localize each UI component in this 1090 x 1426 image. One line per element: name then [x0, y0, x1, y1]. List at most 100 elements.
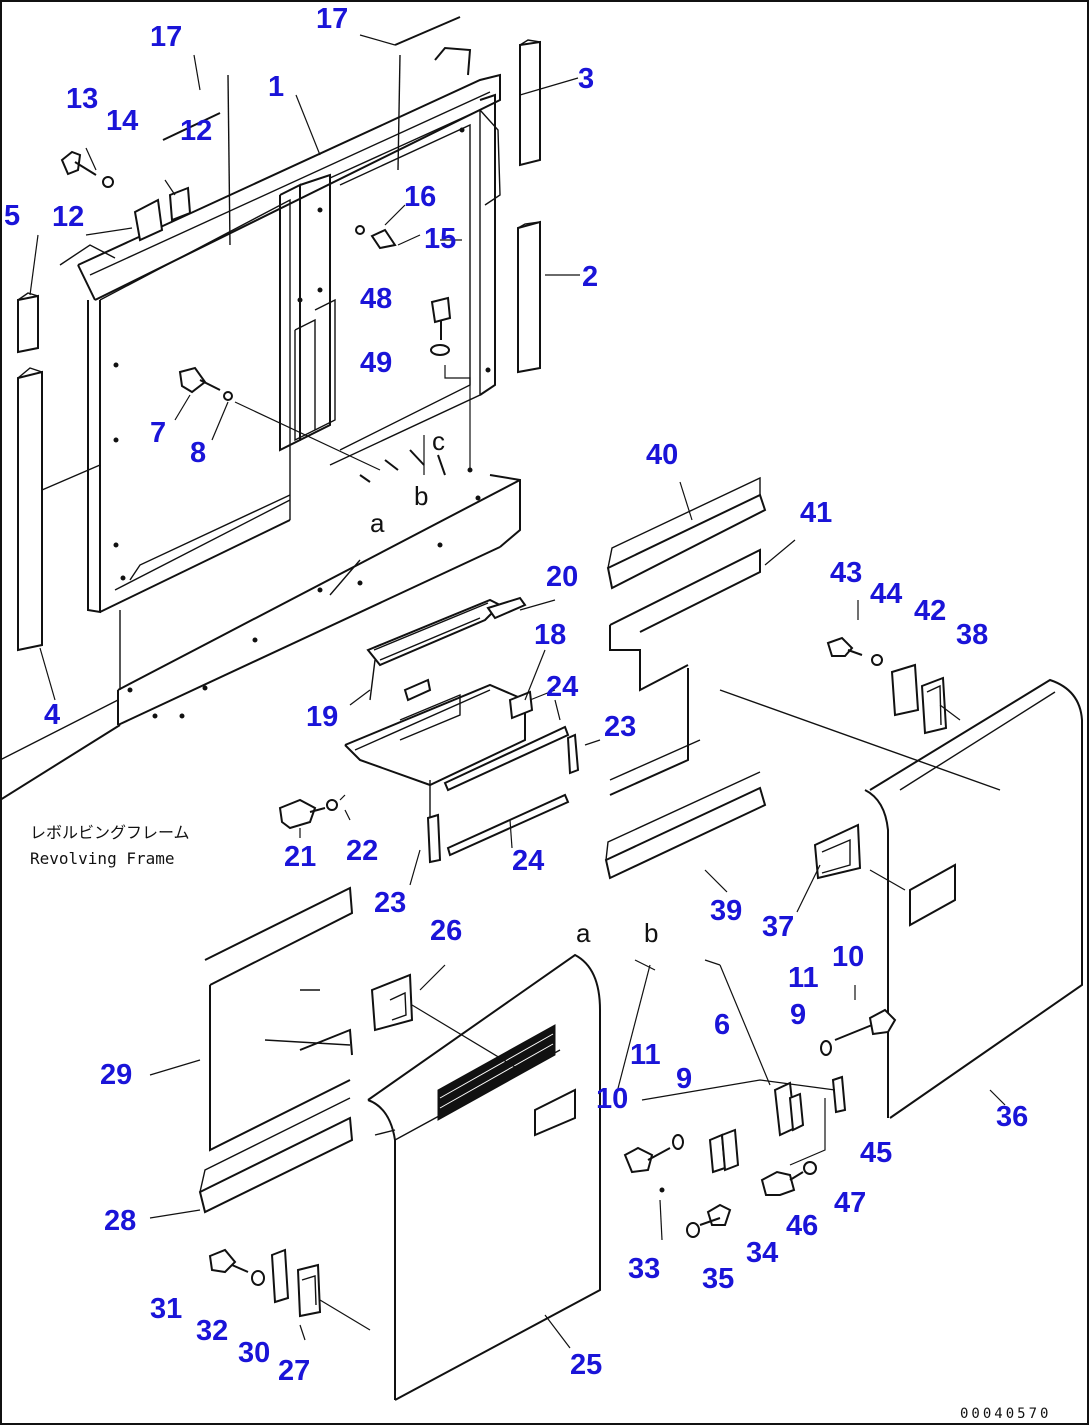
part-label-22: 22 [346, 835, 378, 867]
part-label-29: 29 [100, 1059, 132, 1091]
fastener-points-abc [359, 435, 446, 483]
rod-17 [162, 16, 461, 246]
bolt-7-washer-8 [178, 366, 381, 471]
seal-3 [519, 39, 541, 167]
part-label-44: 44 [870, 578, 902, 610]
part-label-15: 15 [424, 223, 456, 255]
part-label-11-right: 11 [788, 962, 819, 994]
part-label-12-upper: 12 [180, 115, 212, 147]
ref-letter-a: a [370, 508, 385, 538]
part-label-23-left: 23 [374, 887, 406, 919]
part-label-18: 18 [534, 619, 566, 651]
part-label-9-left: 9 [676, 1063, 692, 1095]
part-label-47: 47 [834, 1187, 866, 1219]
door-25 [367, 953, 601, 1401]
ref-letter-a-lower: a [576, 918, 591, 948]
part-label-30: 30 [238, 1337, 270, 1369]
door-36 [719, 678, 1083, 1119]
ref-letter-b: b [414, 481, 428, 511]
part-label-46: 46 [786, 1210, 818, 1242]
part-label-43: 43 [830, 557, 862, 589]
part-label-33: 33 [628, 1253, 660, 1285]
part-label-11-left: 11 [630, 1039, 661, 1071]
part-label-2: 2 [582, 261, 598, 293]
part-label-31: 31 [150, 1293, 182, 1325]
part-label-24-lower: 24 [512, 845, 544, 877]
part-label-13: 13 [66, 83, 98, 115]
part-label-17-left: 17 [150, 21, 182, 53]
part-label-20: 20 [546, 561, 578, 593]
part-label-10-right: 10 [832, 941, 864, 973]
part-label-4: 4 [44, 699, 60, 731]
bolt-13-washer-14 [60, 147, 114, 188]
part-label-16: 16 [404, 181, 436, 213]
part-label-38: 38 [956, 619, 988, 651]
part-label-3: 3 [578, 63, 594, 95]
leader-lines [29, 34, 1006, 1349]
revolving-frame-beam [0, 467, 521, 801]
clip-15-16 [355, 225, 397, 250]
bolts-10-11-right [820, 985, 897, 1056]
ref-letter-c: c [432, 426, 445, 456]
part-label-12-lower: 12 [52, 201, 84, 233]
part-label-8: 8 [190, 437, 206, 469]
part-label-39: 39 [710, 895, 742, 927]
bolts-33-35 [659, 1187, 732, 1241]
guard-frame [59, 46, 501, 614]
part-label-25: 25 [570, 1349, 602, 1381]
part-label-17-right: 17 [316, 3, 348, 35]
bolt-21-washer-22 [278, 794, 346, 830]
part-label-23-right: 23 [604, 711, 636, 743]
part-labels: 1 2 3 4 5 6 7 8 9 9 10 10 11 11 12 12 13… [4, 3, 1028, 1387]
part-label-49: 49 [360, 347, 392, 379]
part-label-6: 6 [714, 1009, 730, 1041]
ref-letter-b-lower: b [644, 918, 658, 948]
part-label-27: 27 [278, 1355, 310, 1387]
latch-42-38 [890, 663, 961, 735]
part-label-5: 5 [4, 200, 20, 232]
part-label-36: 36 [996, 1101, 1028, 1133]
bolt-43-washer-44 [826, 600, 883, 666]
part-label-14: 14 [106, 105, 138, 137]
drawing-number: 00040570 [960, 1406, 1051, 1422]
bracket-assembly [344, 596, 580, 864]
seal-41 [609, 548, 761, 796]
frame-label-en: Revolving Frame [30, 849, 175, 868]
part-label-41: 41 [800, 497, 832, 529]
bolts-10-11-left [623, 1134, 684, 1174]
bolt-46-washer-47 [760, 1161, 817, 1196]
part-label-24-upper: 24 [546, 671, 578, 703]
bolt-31-washer-32 [208, 1248, 265, 1286]
part-label-37: 37 [762, 911, 794, 943]
part-label-9-right: 9 [790, 999, 806, 1031]
part-label-48: 48 [360, 283, 392, 315]
hinge-group [614, 959, 847, 1174]
part-label-26: 26 [430, 915, 462, 947]
seal-28 [198, 1097, 354, 1214]
seal-29 [204, 886, 354, 1152]
part-label-35: 35 [702, 1263, 734, 1295]
part-label-7: 7 [150, 417, 166, 449]
part-label-19: 19 [306, 701, 338, 733]
seal-40 [606, 476, 767, 590]
part-label-10-left: 10 [596, 1083, 628, 1115]
seal-5 [17, 292, 39, 354]
plate-30-latch-27 [270, 1248, 371, 1341]
part-label-32: 32 [196, 1315, 228, 1347]
bracket-12 [133, 179, 192, 242]
part-label-1: 1 [268, 71, 284, 103]
seal-39 [604, 771, 767, 880]
part-label-45: 45 [860, 1137, 892, 1169]
seal-2 [517, 220, 541, 374]
part-label-21: 21 [284, 841, 316, 873]
part-label-34: 34 [746, 1237, 778, 1269]
part-label-40: 40 [646, 439, 678, 471]
bolt-48-washer-49 [430, 296, 471, 470]
frame-label-jp: レボルビングフレーム [30, 823, 190, 842]
seal-4 [17, 367, 101, 652]
part-label-42: 42 [914, 595, 946, 627]
part-label-28: 28 [104, 1205, 136, 1237]
